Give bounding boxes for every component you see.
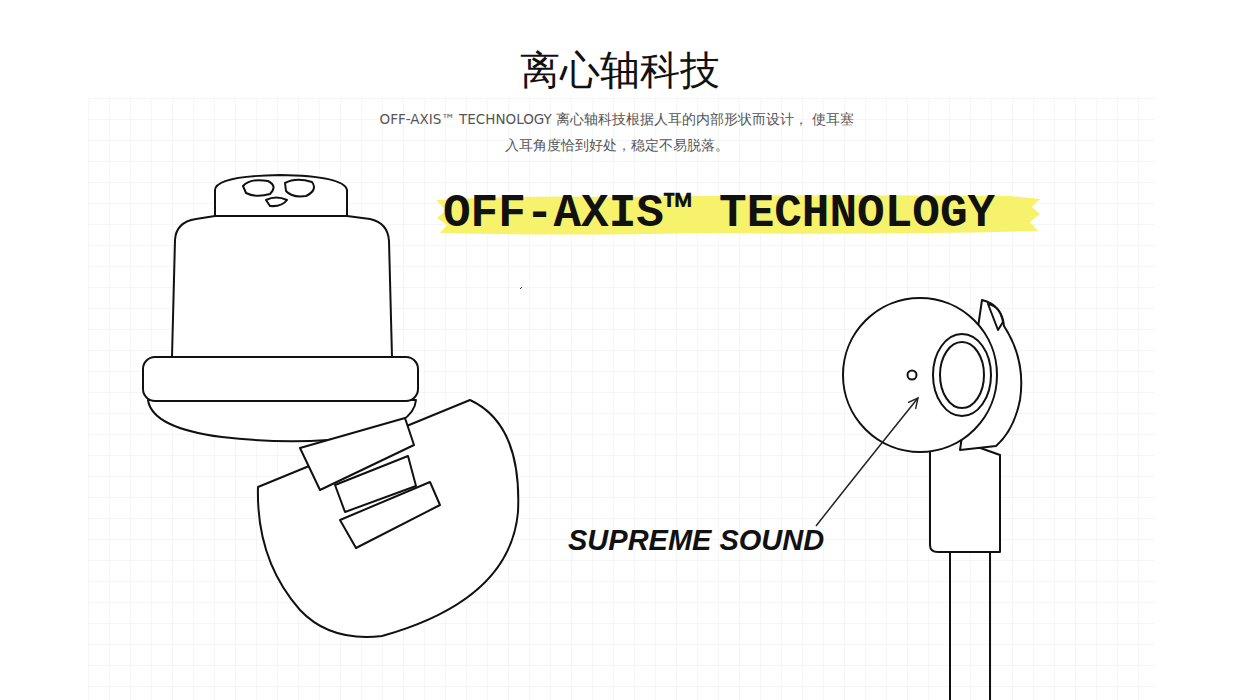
leader-arrow	[816, 398, 918, 526]
earbud-tab	[988, 304, 1003, 330]
fin-notch	[340, 482, 440, 548]
callout-label: SUPREME SOUND	[568, 521, 824, 559]
nozzle-inner	[940, 342, 984, 408]
nozzle-holes	[243, 180, 314, 206]
cable-edge	[989, 552, 991, 700]
page-title: 离心轴科技	[320, 44, 920, 96]
cable-edge	[949, 552, 951, 700]
earbud-face	[843, 298, 997, 452]
tip-nozzle	[215, 175, 347, 216]
ink-speck	[520, 287, 522, 289]
highlight-heading: OFF-AXIS™ TECHNOLOGY	[443, 189, 995, 239]
intro-text: OFF-AXIS™ TECHNOLOGY 离心轴科技根据人耳的内部形状而设计， …	[378, 106, 856, 158]
sound-hole	[908, 371, 917, 380]
tip-flange	[143, 357, 418, 401]
ear-tip-drawing	[143, 175, 518, 637]
earbud-drawing	[843, 298, 1021, 700]
grid-paper	[88, 98, 1155, 700]
nozzle-ring	[933, 334, 991, 416]
ear-fin	[258, 400, 518, 637]
tip-body	[172, 216, 392, 357]
